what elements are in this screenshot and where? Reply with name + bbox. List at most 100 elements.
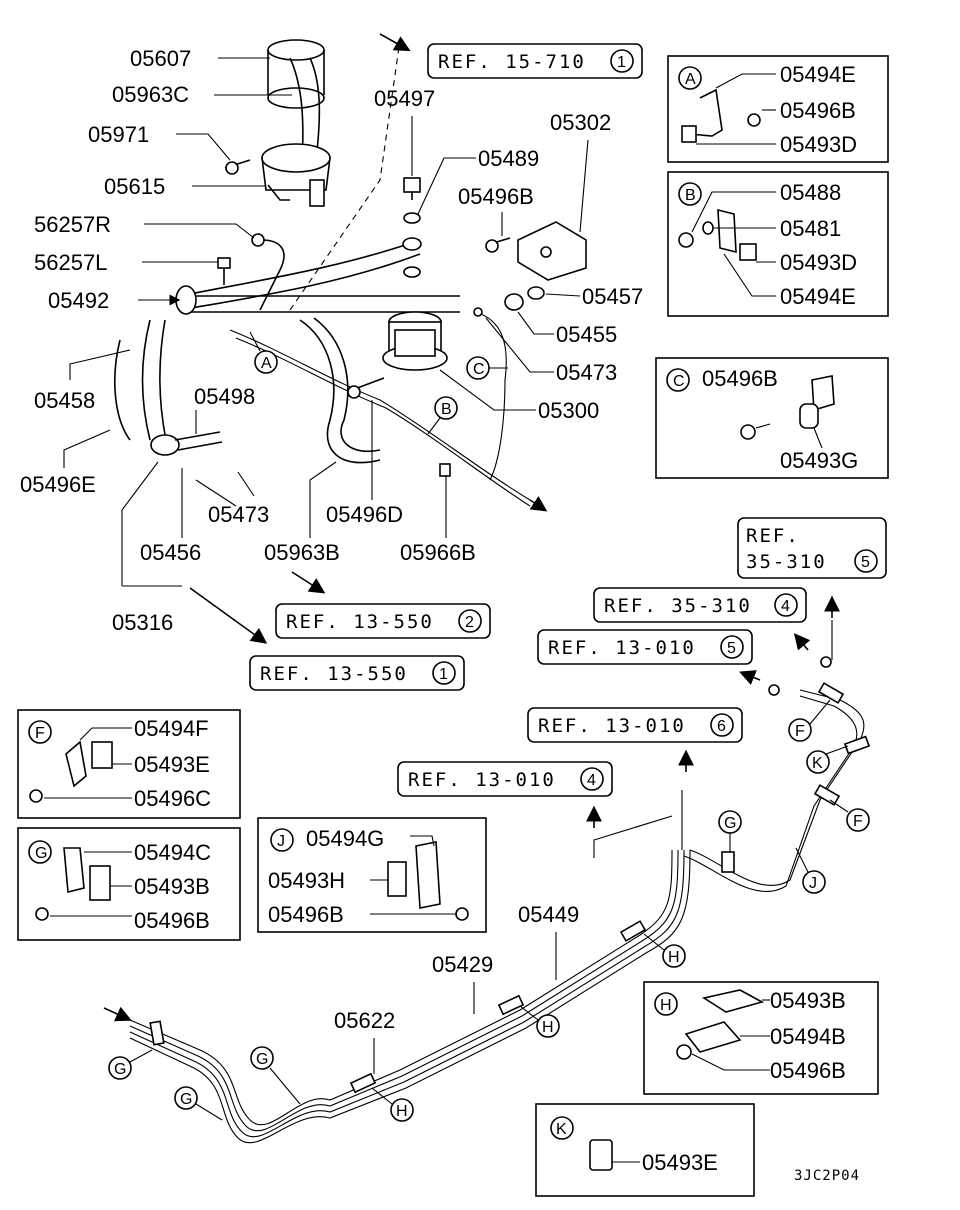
part-label-05458[interactable]: 05458	[34, 388, 95, 413]
inset-G-item-1[interactable]: 05494C	[134, 840, 211, 865]
part-label-05302[interactable]: 05302	[550, 110, 611, 135]
svg-text:C: C	[673, 373, 685, 390]
inset-B-item-3[interactable]: 05493D	[780, 250, 857, 275]
part-label-05496E[interactable]: 05496E	[20, 472, 96, 497]
ref-arrows	[189, 33, 840, 828]
part-label-05473-lower[interactable]: 05473	[208, 502, 269, 527]
ref-box-13-010-6[interactable]: REF. 13-010 6	[527, 707, 743, 743]
part-label-05622[interactable]: 05622	[334, 1008, 395, 1033]
inset-B-item-2[interactable]: 05481	[780, 216, 841, 241]
inset-F: F 05494F 05493E 05496C	[17, 709, 241, 819]
svg-text:G: G	[114, 1061, 126, 1078]
ref-num: 5	[727, 640, 736, 657]
part-label-05457[interactable]: 05457	[582, 284, 643, 309]
callout-markers: A B C F K F G J H H H G G G	[108, 331, 870, 1122]
inset-C-item-2[interactable]: 05493G	[780, 448, 858, 473]
inset-G-item-3[interactable]: 05496B	[134, 908, 210, 933]
callout-J[interactable]: J	[795, 847, 826, 894]
inset-H-item-1[interactable]: 05493B	[770, 988, 846, 1013]
callout-A[interactable]: A	[249, 331, 278, 374]
ref-box-35-310-5[interactable]: REF. 35-310 5	[737, 517, 887, 579]
part-label-05496B[interactable]: 05496B	[458, 184, 534, 209]
inset-F-item-1[interactable]: 05494F	[134, 716, 209, 741]
callout-H-1[interactable]: H	[643, 933, 686, 968]
inset-H-item-3[interactable]: 05496B	[770, 1058, 846, 1083]
callout-H-2[interactable]: H	[519, 1005, 560, 1038]
ref-box-35-310-4[interactable]: REF. 35-310 4	[593, 587, 807, 623]
inset-B-item-1[interactable]: 05488	[780, 180, 841, 205]
inset-A-item-1[interactable]: 05494E	[780, 62, 856, 87]
ref-box-15-710-1[interactable]: REF. 15-710 1	[427, 43, 643, 79]
part-label-05497[interactable]: 05497	[374, 86, 435, 111]
svg-text:G: G	[724, 815, 736, 832]
inset-A-item-3[interactable]: 05493D	[780, 132, 857, 157]
inset-B-item-4[interactable]: 05494E	[780, 284, 856, 309]
inset-F-item-2[interactable]: 05493E	[134, 752, 210, 777]
ref-text: REF. 13-550	[286, 611, 434, 633]
part-label-05316[interactable]: 05316	[112, 610, 173, 635]
ref-text: REF. 15-710	[438, 51, 586, 73]
part-label-05963C[interactable]: 05963C	[112, 82, 189, 107]
part-label-05455[interactable]: 05455	[556, 322, 617, 347]
ref-num: 6	[717, 718, 726, 735]
part-label-05300[interactable]: 05300	[538, 398, 599, 423]
ref-text: REF. 13-010	[548, 637, 696, 659]
part-label-05449[interactable]: 05449	[518, 902, 579, 927]
part-label-05473-upper[interactable]: 05473	[556, 360, 617, 385]
callout-H-3[interactable]: H	[371, 1087, 414, 1122]
svg-text:H: H	[660, 997, 672, 1014]
svg-text:H: H	[668, 949, 680, 966]
ref-box-13-010-5[interactable]: REF. 13-010 5	[537, 629, 753, 665]
svg-text:G: G	[180, 1091, 192, 1108]
part-label-05489[interactable]: 05489	[478, 146, 539, 171]
part-label-05963B[interactable]: 05963B	[264, 540, 340, 565]
part-label-05615[interactable]: 05615	[104, 174, 165, 199]
ref-box-13-010-4[interactable]: REF. 13-010 4	[397, 761, 613, 797]
part-label-05966B[interactable]: 05966B	[400, 540, 476, 565]
part-label-05496D[interactable]: 05496D	[326, 502, 403, 527]
callout-B[interactable]: B	[427, 396, 458, 435]
ref-num: 5	[861, 554, 870, 571]
ref-text-2: 35-310	[746, 551, 827, 573]
callout-G-left[interactable]: G	[108, 1049, 153, 1080]
inset-G-item-2[interactable]: 05493B	[134, 874, 210, 899]
inset-H-item-2[interactable]: 05494B	[770, 1024, 846, 1049]
part-label-05971[interactable]: 05971	[88, 122, 149, 147]
inset-C-item-1[interactable]: 05496B	[702, 366, 778, 391]
callout-C[interactable]: C	[466, 356, 508, 380]
part-label-05492[interactable]: 05492	[48, 288, 109, 313]
inset-K-item-1[interactable]: 05493E	[642, 1150, 718, 1175]
svg-text:H: H	[396, 1103, 408, 1120]
callout-G-upper[interactable]: G	[250, 1046, 301, 1105]
svg-text:G: G	[35, 845, 47, 862]
part-label-05429[interactable]: 05429	[432, 952, 493, 977]
part-label-05607[interactable]: 05607	[130, 46, 191, 71]
ref-box-13-550-2[interactable]: REF. 13-550 2	[275, 603, 491, 639]
callout-F-mid[interactable]: F	[829, 799, 870, 832]
inset-H: H 05493B 05494B 05496B	[643, 981, 879, 1095]
svg-text:B: B	[685, 187, 696, 204]
callout-F-top[interactable]: F	[788, 699, 831, 742]
part-label-56257R[interactable]: 56257R	[34, 212, 111, 237]
inset-J: J 05494G 05493H 05496B	[257, 817, 487, 933]
ref-text: REF. 13-010	[538, 715, 686, 737]
svg-text:C: C	[473, 361, 485, 378]
part-label-56257L[interactable]: 56257L	[34, 250, 107, 275]
svg-text:B: B	[441, 401, 452, 418]
ref-box-13-550-1[interactable]: REF. 13-550 1	[249, 655, 465, 691]
part-label-05498[interactable]: 05498	[194, 384, 255, 409]
svg-text:F: F	[35, 725, 45, 742]
inset-J-item-2[interactable]: 05493H	[268, 868, 345, 893]
part-label-05456[interactable]: 05456	[140, 540, 201, 565]
callout-G-right[interactable]: G	[718, 810, 742, 852]
inset-A-item-2[interactable]: 05496B	[780, 98, 856, 123]
svg-text:J: J	[277, 833, 285, 850]
inset-F-item-3[interactable]: 05496C	[134, 786, 211, 811]
ref-text: REF.	[746, 525, 800, 547]
callout-G-lower[interactable]: G	[174, 1086, 223, 1121]
callout-K[interactable]: K	[806, 745, 849, 774]
inset-J-item-3[interactable]: 05496B	[268, 902, 344, 927]
inset-J-item-1[interactable]: 05494G	[306, 826, 384, 851]
ref-num: 4	[587, 772, 596, 789]
